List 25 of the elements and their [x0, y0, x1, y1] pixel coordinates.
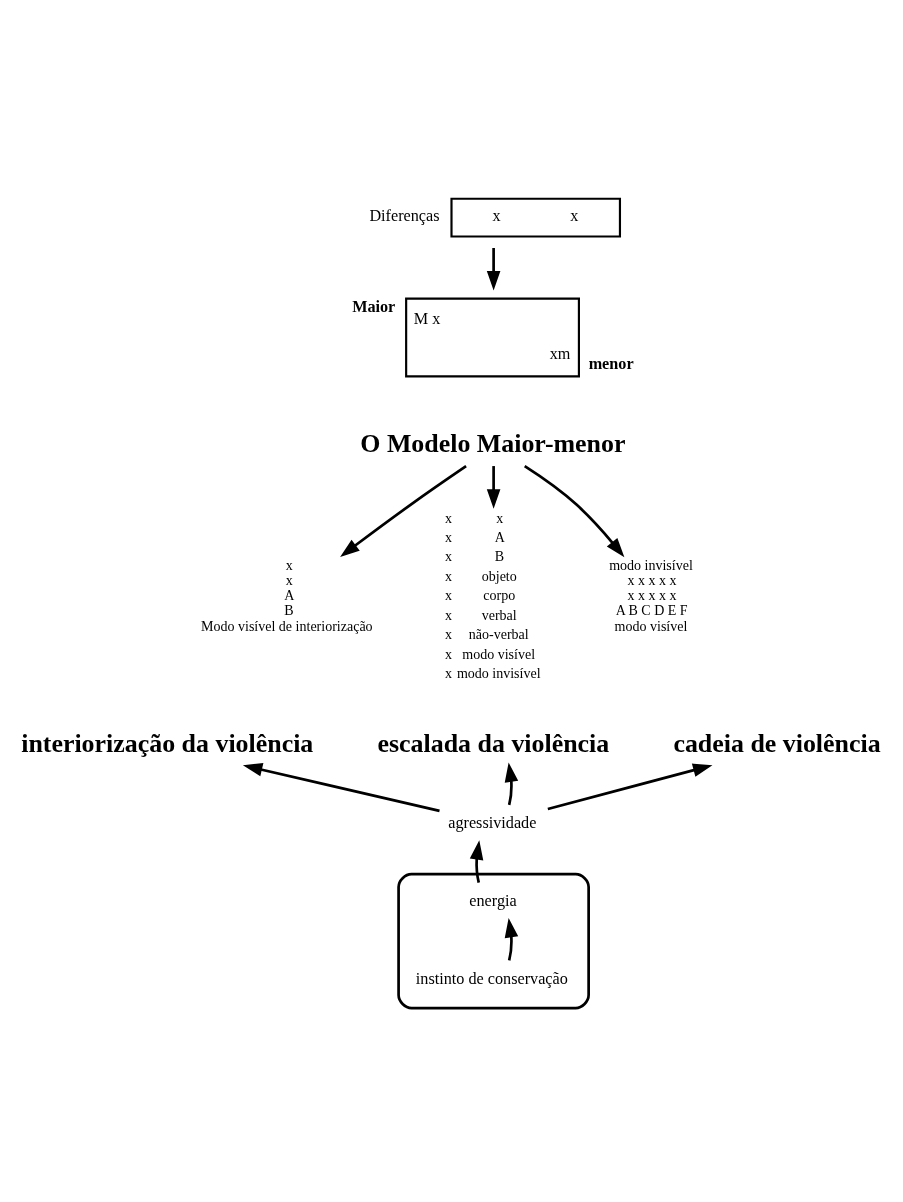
arrow	[504, 917, 519, 961]
arrow	[242, 762, 440, 812]
node-label: menor	[588, 354, 634, 373]
node-text: x x x A x B x objeto x corpo x verbal x não-verbal x modo visível x modo invisível	[445, 509, 541, 681]
node-text: energia	[469, 891, 517, 910]
node-text: agressividade	[448, 813, 537, 832]
node-box: x x	[450, 197, 622, 238]
cluster	[397, 872, 590, 1009]
arrow	[340, 464, 467, 557]
arrow	[469, 839, 484, 883]
node-label: Maior	[352, 297, 396, 316]
node-box: M x xm	[405, 297, 580, 377]
node-text: modo invisível x x x x x x x x x x A B C D E F modo visível	[609, 556, 693, 634]
node-text: interiorização da violência	[21, 728, 314, 758]
node-text: cadeia de violência	[673, 728, 881, 758]
node-label: Diferenças	[369, 206, 440, 225]
node-text: escalada da violência	[377, 728, 610, 758]
node-text: instinto de conservação	[415, 969, 568, 988]
arrow	[524, 464, 625, 557]
arrow	[486, 465, 501, 509]
node-text: x x A B Modo visível de interiorização	[200, 556, 373, 634]
arrow	[486, 247, 501, 290]
arrow	[504, 761, 519, 805]
arrow	[547, 763, 713, 810]
node-text: O Modelo Maior-menor	[360, 428, 626, 458]
